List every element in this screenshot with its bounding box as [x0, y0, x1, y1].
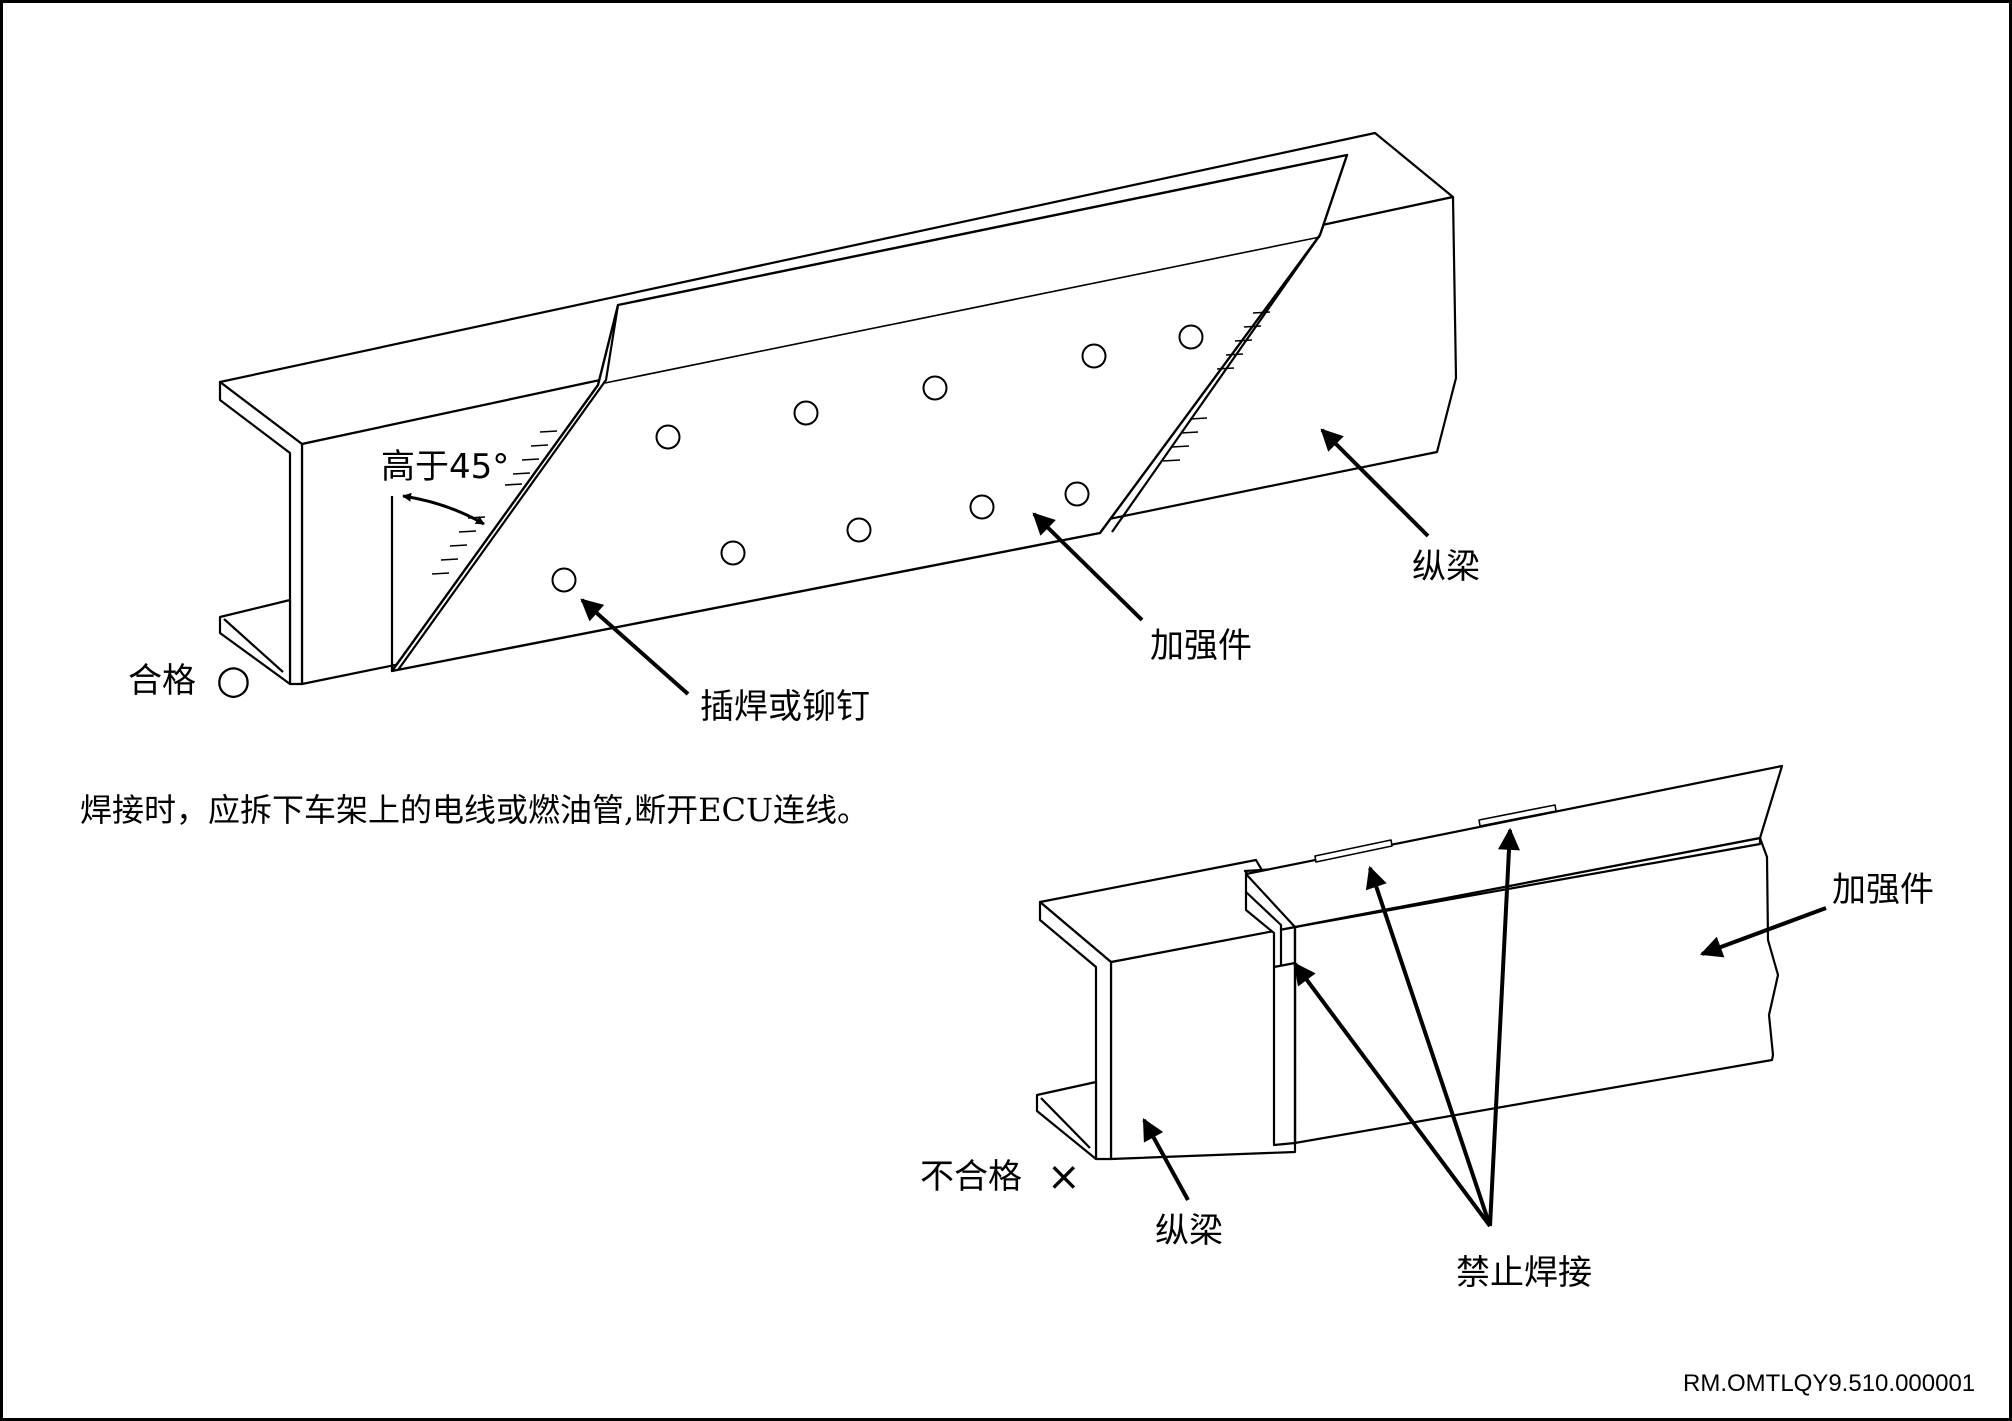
- weld-hole: [846, 517, 872, 543]
- verdict-label-acceptable: 合格: [128, 661, 196, 701]
- weld-hole: [1178, 324, 1204, 350]
- weld-leader-arrow: [580, 598, 690, 696]
- bottom-leader-arrows: [1142, 827, 1827, 1228]
- top-leader-arrows: [580, 428, 1430, 696]
- weld-hole: [720, 540, 746, 566]
- bottom-frame-rail: [1035, 764, 1784, 1161]
- reinforcement-leader-arrow: [1699, 906, 1827, 958]
- verdict-label-unacceptable: 不合格: [920, 1157, 1022, 1197]
- unacceptable-cross-icon: ×: [1047, 1154, 1081, 1200]
- beam-label-top: 纵梁: [1412, 547, 1480, 587]
- angle-scale-ticks: [431, 311, 1271, 575]
- weld-hole: [551, 567, 577, 593]
- forbidden-leader-arrow-3: [1488, 827, 1520, 1227]
- beam-leader-arrow: [1320, 428, 1430, 538]
- beam-leader-arrow: [1142, 1118, 1190, 1201]
- weld-or-rivet-label: 插焊或铆钉: [700, 687, 870, 727]
- plug-weld-holes: [551, 324, 1204, 593]
- weld-hole: [969, 494, 995, 520]
- reinforcement-leader-arrow: [1032, 512, 1144, 622]
- weld-hole: [793, 400, 819, 426]
- document-code: RM.OMTLQY9.510.000001: [1683, 1370, 1976, 1397]
- beam-label-bottom: 纵梁: [1155, 1211, 1223, 1251]
- weld-hole: [922, 375, 948, 401]
- reinforcement-label-top: 加强件: [1150, 626, 1252, 666]
- top-frame-rail: [218, 131, 1458, 686]
- forbidden-leader-arrow-2: [1365, 865, 1492, 1227]
- reinforcement-label-bottom: 加强件: [1832, 870, 1934, 910]
- weld-hole: [1081, 343, 1107, 369]
- angle-label: 高于45°: [381, 447, 510, 487]
- weld-hole: [1064, 481, 1090, 507]
- weld-hole: [655, 424, 681, 450]
- welding-note: 焊接时，应拆下车架上的电线或燃油管,断开ECU连线。: [80, 791, 869, 829]
- acceptable-circle-icon: ○: [216, 657, 251, 703]
- angle-arc-arrow: [402, 492, 485, 526]
- forbidden-leader-arrow-1: [1293, 962, 1492, 1228]
- forbidden-weld-label: 禁止焊接: [1456, 1253, 1592, 1293]
